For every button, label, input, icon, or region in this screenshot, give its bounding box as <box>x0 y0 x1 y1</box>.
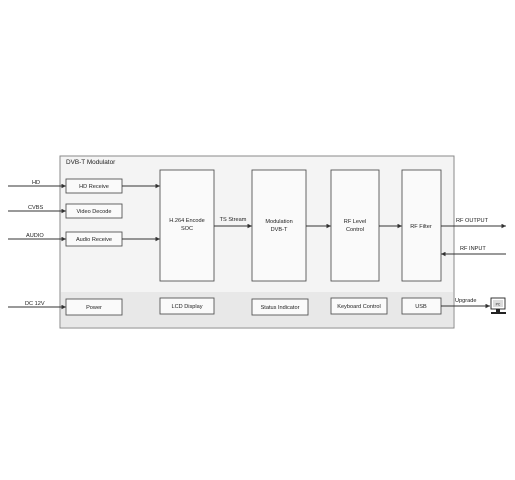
hd-input-label: HD <box>32 180 40 186</box>
keyboard-control-block <box>330 297 388 315</box>
rf-filter-label: RF Filter <box>410 224 432 230</box>
rf-level-block <box>330 169 380 282</box>
pc-icon-label: PC <box>496 303 501 307</box>
lcd-display-block <box>159 297 215 315</box>
audio-input-label: AUDIO <box>26 233 44 239</box>
audio-receive-label: Audio Receive <box>76 237 112 243</box>
dc-input-label: DC 12V <box>25 301 45 307</box>
diagram-title: DVB-T Modulator <box>66 159 116 166</box>
keyboard-control-label: Keyboard Control <box>337 304 381 310</box>
rf-output-label: RF OUTPUT <box>456 218 489 224</box>
encoder-label-line2: SOC <box>181 226 193 232</box>
usb-label: USB <box>415 304 427 310</box>
rf-filter-block <box>401 169 442 282</box>
modulation-block <box>251 169 307 282</box>
cvbs-input-label: CVBS <box>28 205 44 211</box>
rf-level-label-line1: RF Level <box>344 219 366 225</box>
encoder-label-line1: H.264 Encode <box>169 218 204 224</box>
video-decode-label: Video Decode <box>76 209 111 215</box>
modulation-label-line1: Modulation <box>265 219 292 225</box>
power-block <box>65 298 123 316</box>
lcd-display-label: LCD Display <box>171 304 202 310</box>
rf-input-label: RF INPUT <box>460 246 486 252</box>
pc-icon: PC <box>490 297 506 314</box>
ts-stream-label: TS Stream <box>220 217 247 223</box>
status-indicator-block <box>251 298 309 316</box>
upgrade-label: Upgrade <box>455 298 476 304</box>
modulation-label-line2: DVB-T <box>271 227 288 233</box>
rf-level-label-line2: Control <box>346 227 364 233</box>
encoder-block <box>159 169 215 282</box>
power-label: Power <box>86 305 102 311</box>
video-decode-block <box>65 203 123 219</box>
status-indicator-label: Status Indicator <box>261 305 300 311</box>
hd-receive-label: HD Receive <box>79 184 109 190</box>
